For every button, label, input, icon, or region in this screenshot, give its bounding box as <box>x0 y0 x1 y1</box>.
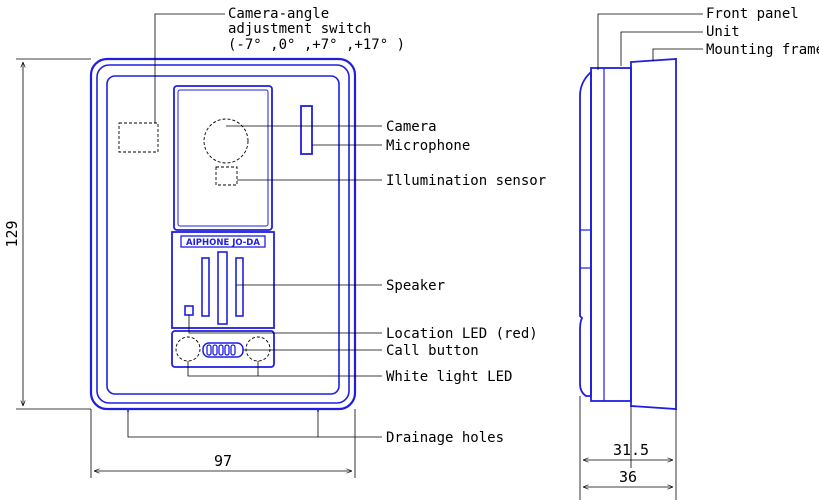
illumination-sensor-label: Illumination sensor <box>386 173 546 189</box>
call-button-area <box>171 330 275 368</box>
front-panel-label: Front panel <box>706 6 799 22</box>
side-labels: Front panel Unit Mounting frame <box>706 6 819 58</box>
front-dimensions: 129 97 <box>3 58 356 478</box>
depth-total-dimension: 36 <box>619 468 637 486</box>
side-view <box>579 58 677 410</box>
camera-angle-switch <box>118 122 159 153</box>
front-housing-inner <box>96 64 350 404</box>
side-unit <box>590 67 632 402</box>
depth-unit-dimension: 31.5 <box>613 441 649 459</box>
mounting-frame-label: Mounting frame <box>706 42 819 58</box>
speaker-label: Speaker <box>386 278 445 294</box>
brand-badge-text: AIPHONE JO-DA <box>186 238 260 248</box>
brand-badge-box <box>180 235 266 248</box>
side-leaders <box>597 13 703 70</box>
width-dimension: 97 <box>214 452 232 470</box>
front-leaders <box>127 13 382 438</box>
speaker-slot-center <box>217 251 228 325</box>
side-dimensions: 31.5 36 <box>579 396 677 500</box>
camera-window <box>173 85 273 231</box>
call-button[interactable] <box>202 342 244 358</box>
white-light-led-label: White light LED <box>386 369 512 385</box>
white-light-led-right <box>245 336 271 362</box>
illumination-sensor <box>215 166 238 186</box>
camera-angle-switch-values: (-7° ,0° ,+7° ,+17° ) <box>228 37 405 53</box>
drainage-holes-label: Drainage holes <box>386 430 504 446</box>
camera-lens <box>203 118 249 164</box>
side-mounting-frame <box>630 58 677 410</box>
camera-label: Camera <box>386 119 437 135</box>
camera-window-inner <box>177 89 269 227</box>
front-view: AIPHONE JO-DA <box>89 57 357 412</box>
side-front-panel <box>579 69 592 397</box>
microphone-label: Microphone <box>386 138 470 154</box>
speaker-panel <box>171 231 275 329</box>
speaker-slot-right <box>235 257 244 317</box>
height-dimension: 129 <box>3 220 21 247</box>
location-led <box>184 305 194 316</box>
unit-label: Unit <box>706 24 740 40</box>
front-panel-face <box>106 75 340 395</box>
microphone-slot <box>300 105 313 155</box>
location-led-label: Location LED (red) <box>386 326 538 342</box>
call-button-label: Call button <box>386 343 479 359</box>
speaker-slot-left <box>201 257 210 317</box>
front-labels: Camera-angle adjustment switch (-7° ,0° … <box>228 6 546 446</box>
camera-angle-switch-label: Camera-angle <box>228 6 329 22</box>
camera-angle-switch-label-2: adjustment switch <box>228 21 371 37</box>
front-housing-outer <box>89 57 357 411</box>
white-light-led-left <box>175 336 201 362</box>
